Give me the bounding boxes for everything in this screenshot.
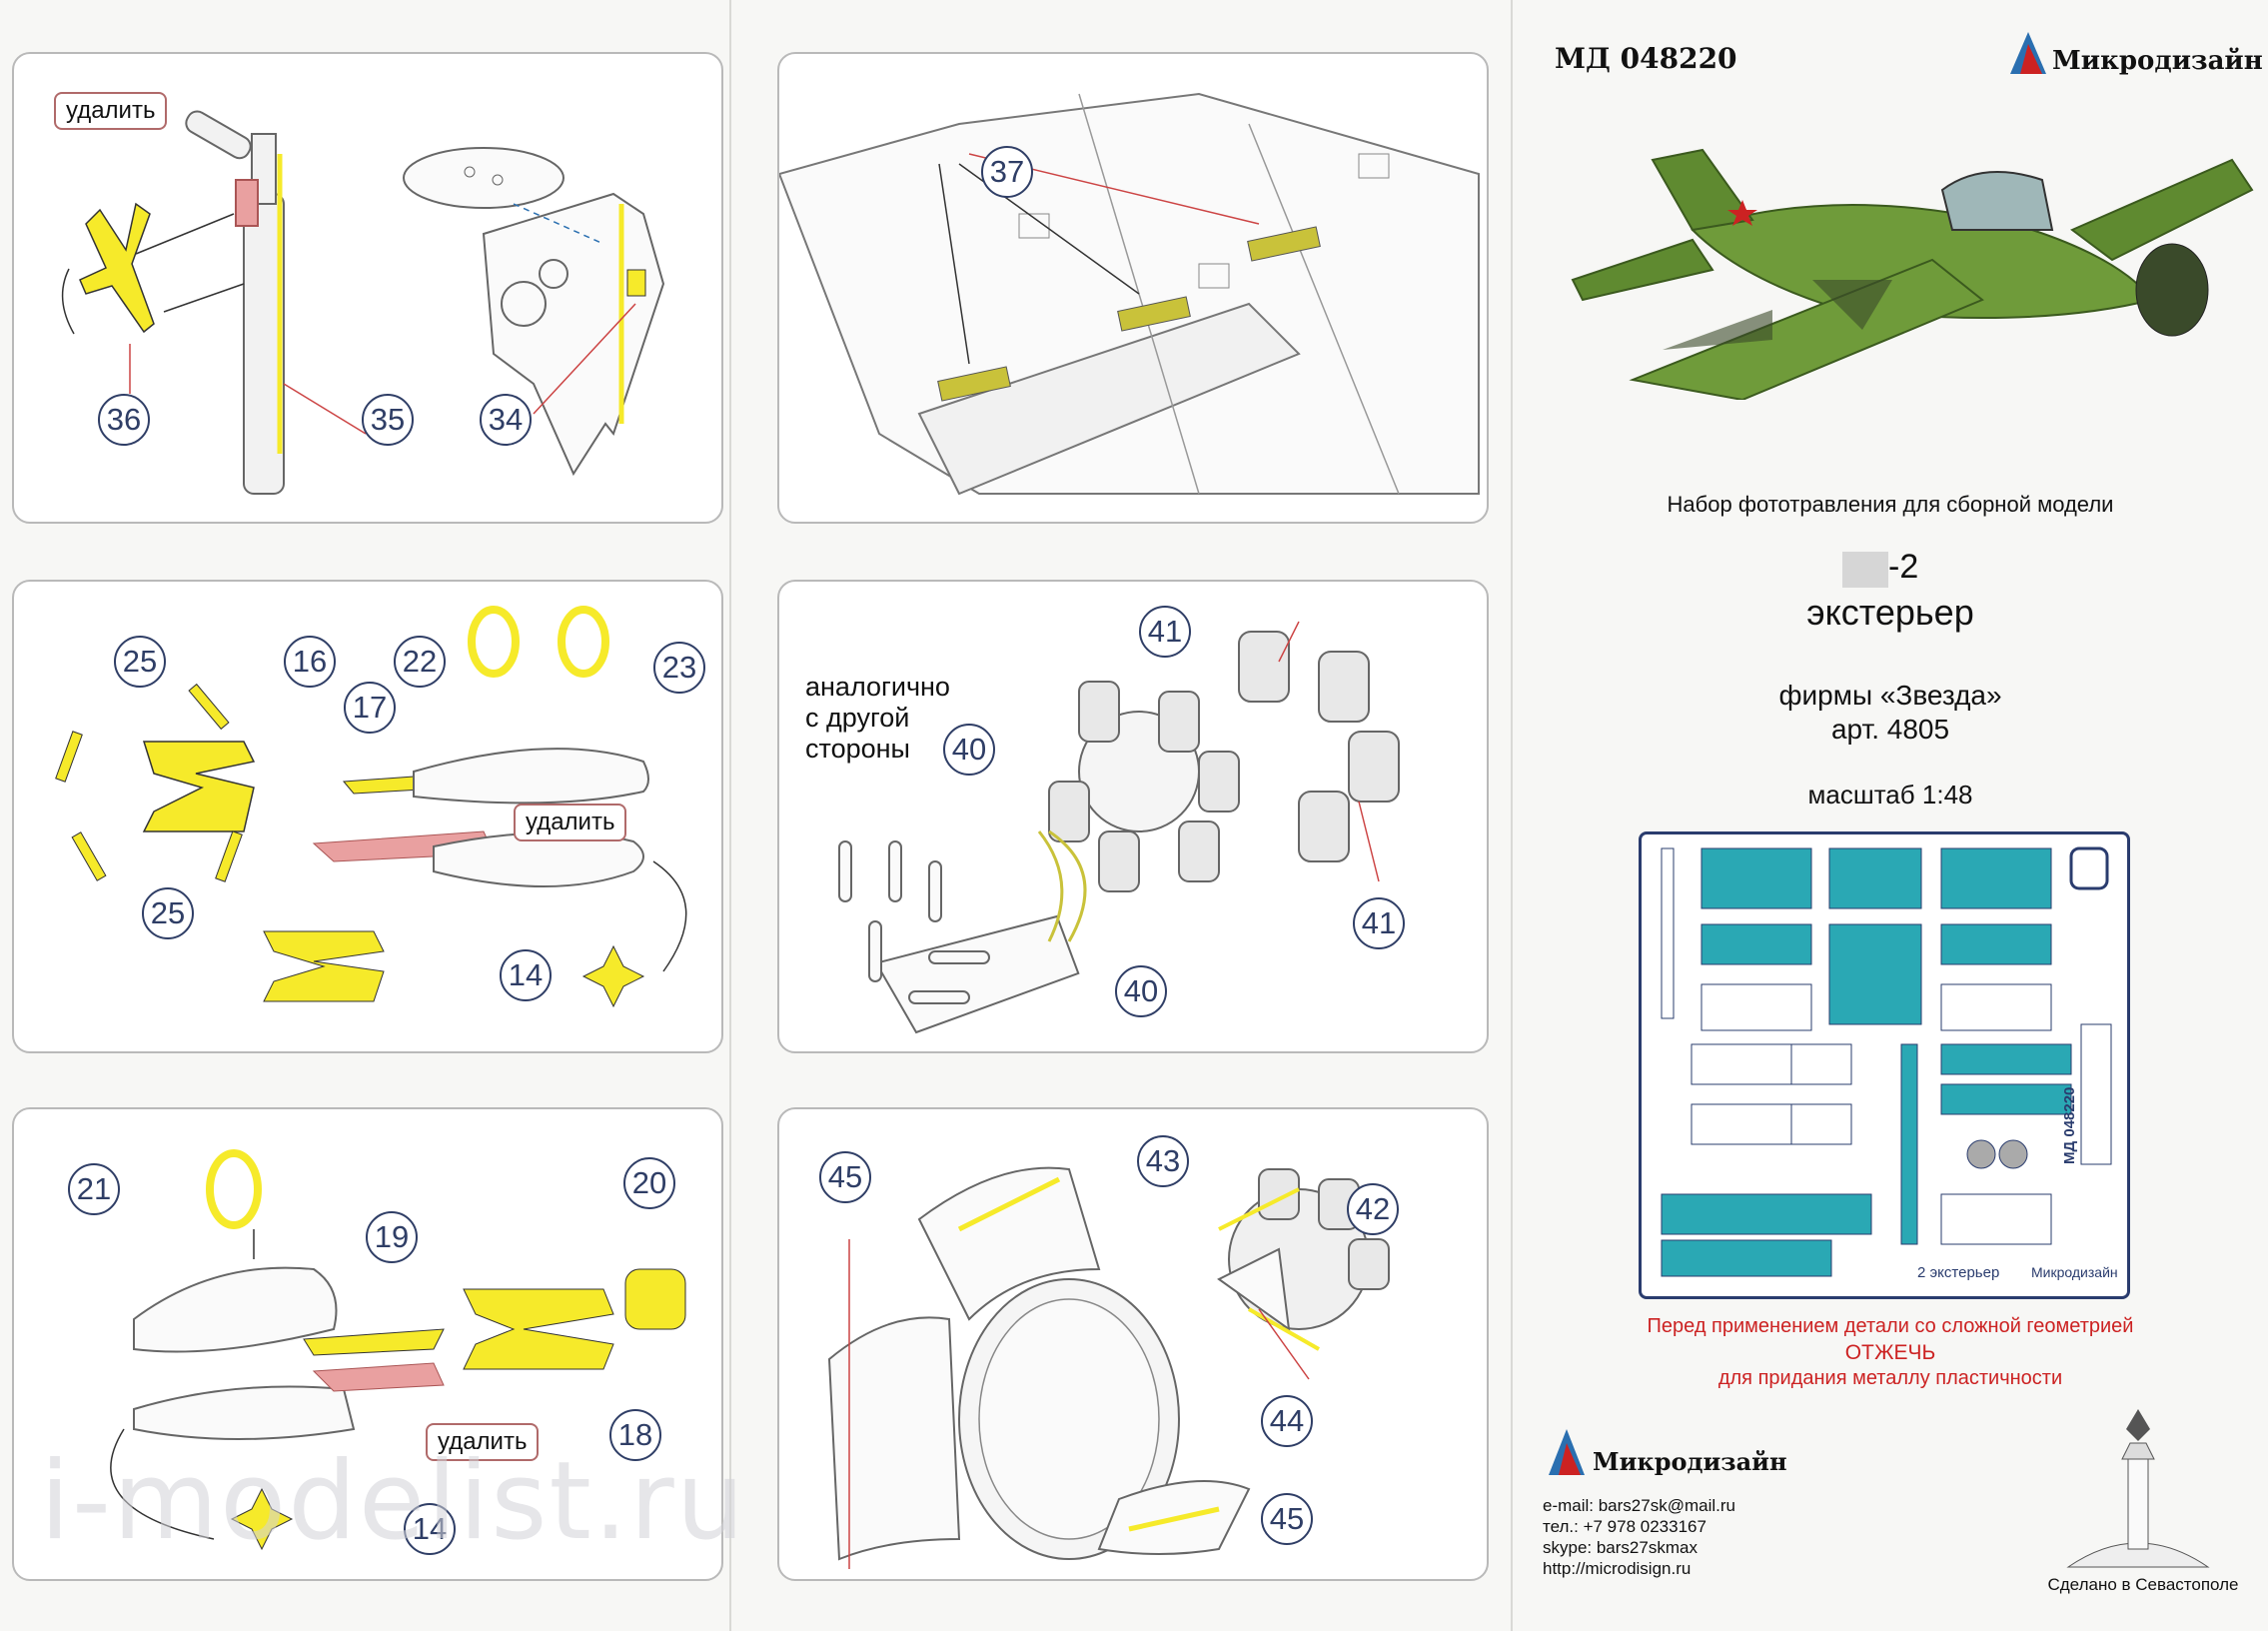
scale-label: масштаб 1:48 bbox=[1807, 780, 1973, 810]
callout-14: 14 bbox=[500, 949, 552, 1001]
callout-34: 34 bbox=[480, 394, 532, 446]
fold-line-left bbox=[729, 0, 731, 1631]
fold-line-right bbox=[1511, 0, 1513, 1631]
callout-19: 19 bbox=[366, 1211, 418, 1263]
model-exterior: экстерьер bbox=[1806, 592, 1974, 633]
brand-name-footer: Микродизайн bbox=[1593, 1447, 1787, 1476]
callout-14: 14 bbox=[404, 1503, 456, 1555]
brand-logo-icon bbox=[1547, 1427, 1587, 1477]
etch-sheet-brand: Микродизайн bbox=[2031, 1264, 2118, 1280]
panel-cowling: 45 43 42 44 45 bbox=[777, 1107, 1489, 1581]
callout-40-top: 40 bbox=[943, 724, 995, 776]
callout-25-bottom: 25 bbox=[142, 887, 194, 939]
callout-17: 17 bbox=[344, 682, 396, 734]
contact-phone: тел.: +7 978 0233167 bbox=[1543, 1517, 1706, 1536]
callout-41-bottom: 41 bbox=[1353, 897, 1405, 949]
callout-18: 18 bbox=[609, 1409, 661, 1461]
made-in-label: Сделано в Севастополе bbox=[2047, 1575, 2239, 1594]
monument-illustration bbox=[2066, 1409, 2210, 1568]
callout-23: 23 bbox=[653, 642, 705, 694]
watermark-text: i-modelist.ru bbox=[40, 1439, 747, 1564]
cowling-drawing bbox=[827, 1166, 1390, 1569]
callout-45-top: 45 bbox=[819, 1151, 871, 1203]
warning-line-2: ОТЖЕЧЬ bbox=[1844, 1341, 1936, 1364]
drop-tank-a-drawing bbox=[55, 606, 687, 1008]
wing-drawing bbox=[779, 92, 1480, 496]
callout-22: 22 bbox=[394, 636, 446, 688]
callout-20: 20 bbox=[623, 1157, 675, 1209]
callout-43: 43 bbox=[1137, 1135, 1189, 1187]
contact-email: e-mail: bars27sk@mail.ru bbox=[1543, 1496, 1735, 1515]
note-same-other-side: аналогично с другой стороны bbox=[805, 672, 950, 764]
panel-engine: аналогично с другой стороны 41 40 41 40 bbox=[777, 580, 1489, 1053]
article-number: арт. 4805 bbox=[1830, 714, 1950, 745]
contact-skype: skype: bars27skmax bbox=[1543, 1538, 1698, 1557]
engine-drawing bbox=[838, 621, 1400, 1034]
etch-sheet-code: МД 048220 bbox=[2061, 1086, 2078, 1164]
remove-label: удалить bbox=[54, 92, 168, 130]
panel-drop-tank-b: 21 20 19 18 14 удалить bbox=[12, 1107, 723, 1581]
callout-35: 35 bbox=[362, 394, 414, 446]
brand-name: Микродизайн bbox=[2052, 46, 2263, 76]
maker-name: фирмы «Звезда» bbox=[1778, 680, 2002, 711]
model-suffix: -2 bbox=[1888, 548, 1919, 586]
callout-41-top: 41 bbox=[1139, 606, 1191, 658]
callout-42: 42 bbox=[1347, 1183, 1399, 1235]
panel-landing-gear: удалить 36 35 34 bbox=[12, 52, 723, 524]
callout-36: 36 bbox=[98, 394, 150, 446]
contact-website: http://microdisign.ru bbox=[1543, 1559, 1692, 1578]
warning-line-1: Перед применением детали со сложной геом… bbox=[1647, 1315, 2134, 1337]
remove-label: удалить bbox=[426, 1423, 540, 1461]
callout-37: 37 bbox=[981, 146, 1033, 198]
callout-25-top: 25 bbox=[114, 636, 166, 688]
callout-16: 16 bbox=[284, 636, 336, 688]
landing-gear-drawing bbox=[61, 110, 665, 495]
callout-45-bottom: 45 bbox=[1261, 1493, 1313, 1545]
brand-logo-icon bbox=[2008, 30, 2048, 76]
panel-wing: 37 bbox=[777, 52, 1489, 524]
panel-drop-tank-a: 25 16 22 23 17 25 14 удалить bbox=[12, 580, 723, 1053]
drop-tank-b-drawing bbox=[110, 1149, 686, 1551]
kit-subtitle: Набор фототравления для сборной модели bbox=[1667, 492, 2114, 517]
censored-model-block bbox=[1842, 552, 1888, 588]
callout-21: 21 bbox=[68, 1163, 120, 1215]
callout-40-bottom: 40 bbox=[1115, 965, 1167, 1017]
aircraft-illustration bbox=[1571, 148, 2254, 400]
etch-sheet-drawing bbox=[1661, 846, 2112, 1277]
info-panel: МД 048220 Микродизайн Набор фототравлени… bbox=[1513, 0, 2268, 1631]
etch-sheet-caption: 2 экстерьер bbox=[1917, 1264, 2000, 1281]
callout-44: 44 bbox=[1261, 1395, 1313, 1447]
warning-line-3: для придания металлу пластичности bbox=[1717, 1367, 2063, 1389]
product-code: МД 048220 bbox=[1555, 42, 1737, 75]
remove-label: удалить bbox=[514, 804, 627, 841]
etch-sheet: МД 048220 2 экстерьер Микродизайн bbox=[1639, 831, 2130, 1299]
